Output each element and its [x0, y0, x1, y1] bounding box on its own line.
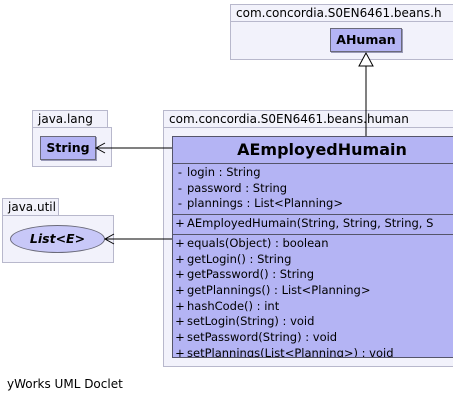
constructor-row: +AEmployedHumain(String, String, String,… — [175, 216, 434, 231]
attributes-section: -login : String -password : String -plan… — [173, 164, 453, 216]
methods-section: +equals(Object) : boolean +getLogin() : … — [173, 235, 453, 358]
attribute-row: -plannings : List<Planning> — [177, 196, 343, 211]
dependency-list-arrowhead — [103, 233, 115, 245]
method-row: +setPassword(String) : void — [175, 330, 338, 345]
package-human-label: com.concordia.S0EN6461.beans.human — [163, 110, 453, 127]
class-name: AEmployedHumain — [173, 137, 453, 164]
method-row: +hashCode() : int — [175, 298, 280, 313]
inheritance-arrowhead — [358, 51, 374, 67]
class-aemployedhumain[interactable]: AEmployedHumain -login : String -passwor… — [172, 136, 453, 358]
method-row: +getPassword() : String — [175, 267, 315, 282]
package-java-util-label: java.util — [2, 198, 59, 215]
method-row: +setPlannings(List<Planning>) : void — [175, 345, 394, 358]
package-top-label: com.concordia.S0EN6461.beans.h — [230, 4, 453, 21]
class-ahuman[interactable]: AHuman — [330, 28, 402, 52]
generator-caption: yWorks UML Doclet — [7, 377, 123, 391]
dependency-string-arrowhead — [94, 142, 106, 154]
attribute-row: -password : String — [177, 180, 288, 195]
method-row: +getLogin() : String — [175, 251, 292, 266]
constructors-section: +AEmployedHumain(String, String, String,… — [173, 215, 453, 235]
package-java-lang-label: java.lang — [32, 110, 108, 127]
method-row: +getPlannings() : List<Planning> — [175, 282, 371, 297]
method-row: +setLogin(String) : void — [175, 314, 315, 329]
method-row: +equals(Object) : boolean — [175, 235, 329, 250]
attribute-row: -login : String — [177, 165, 261, 179]
